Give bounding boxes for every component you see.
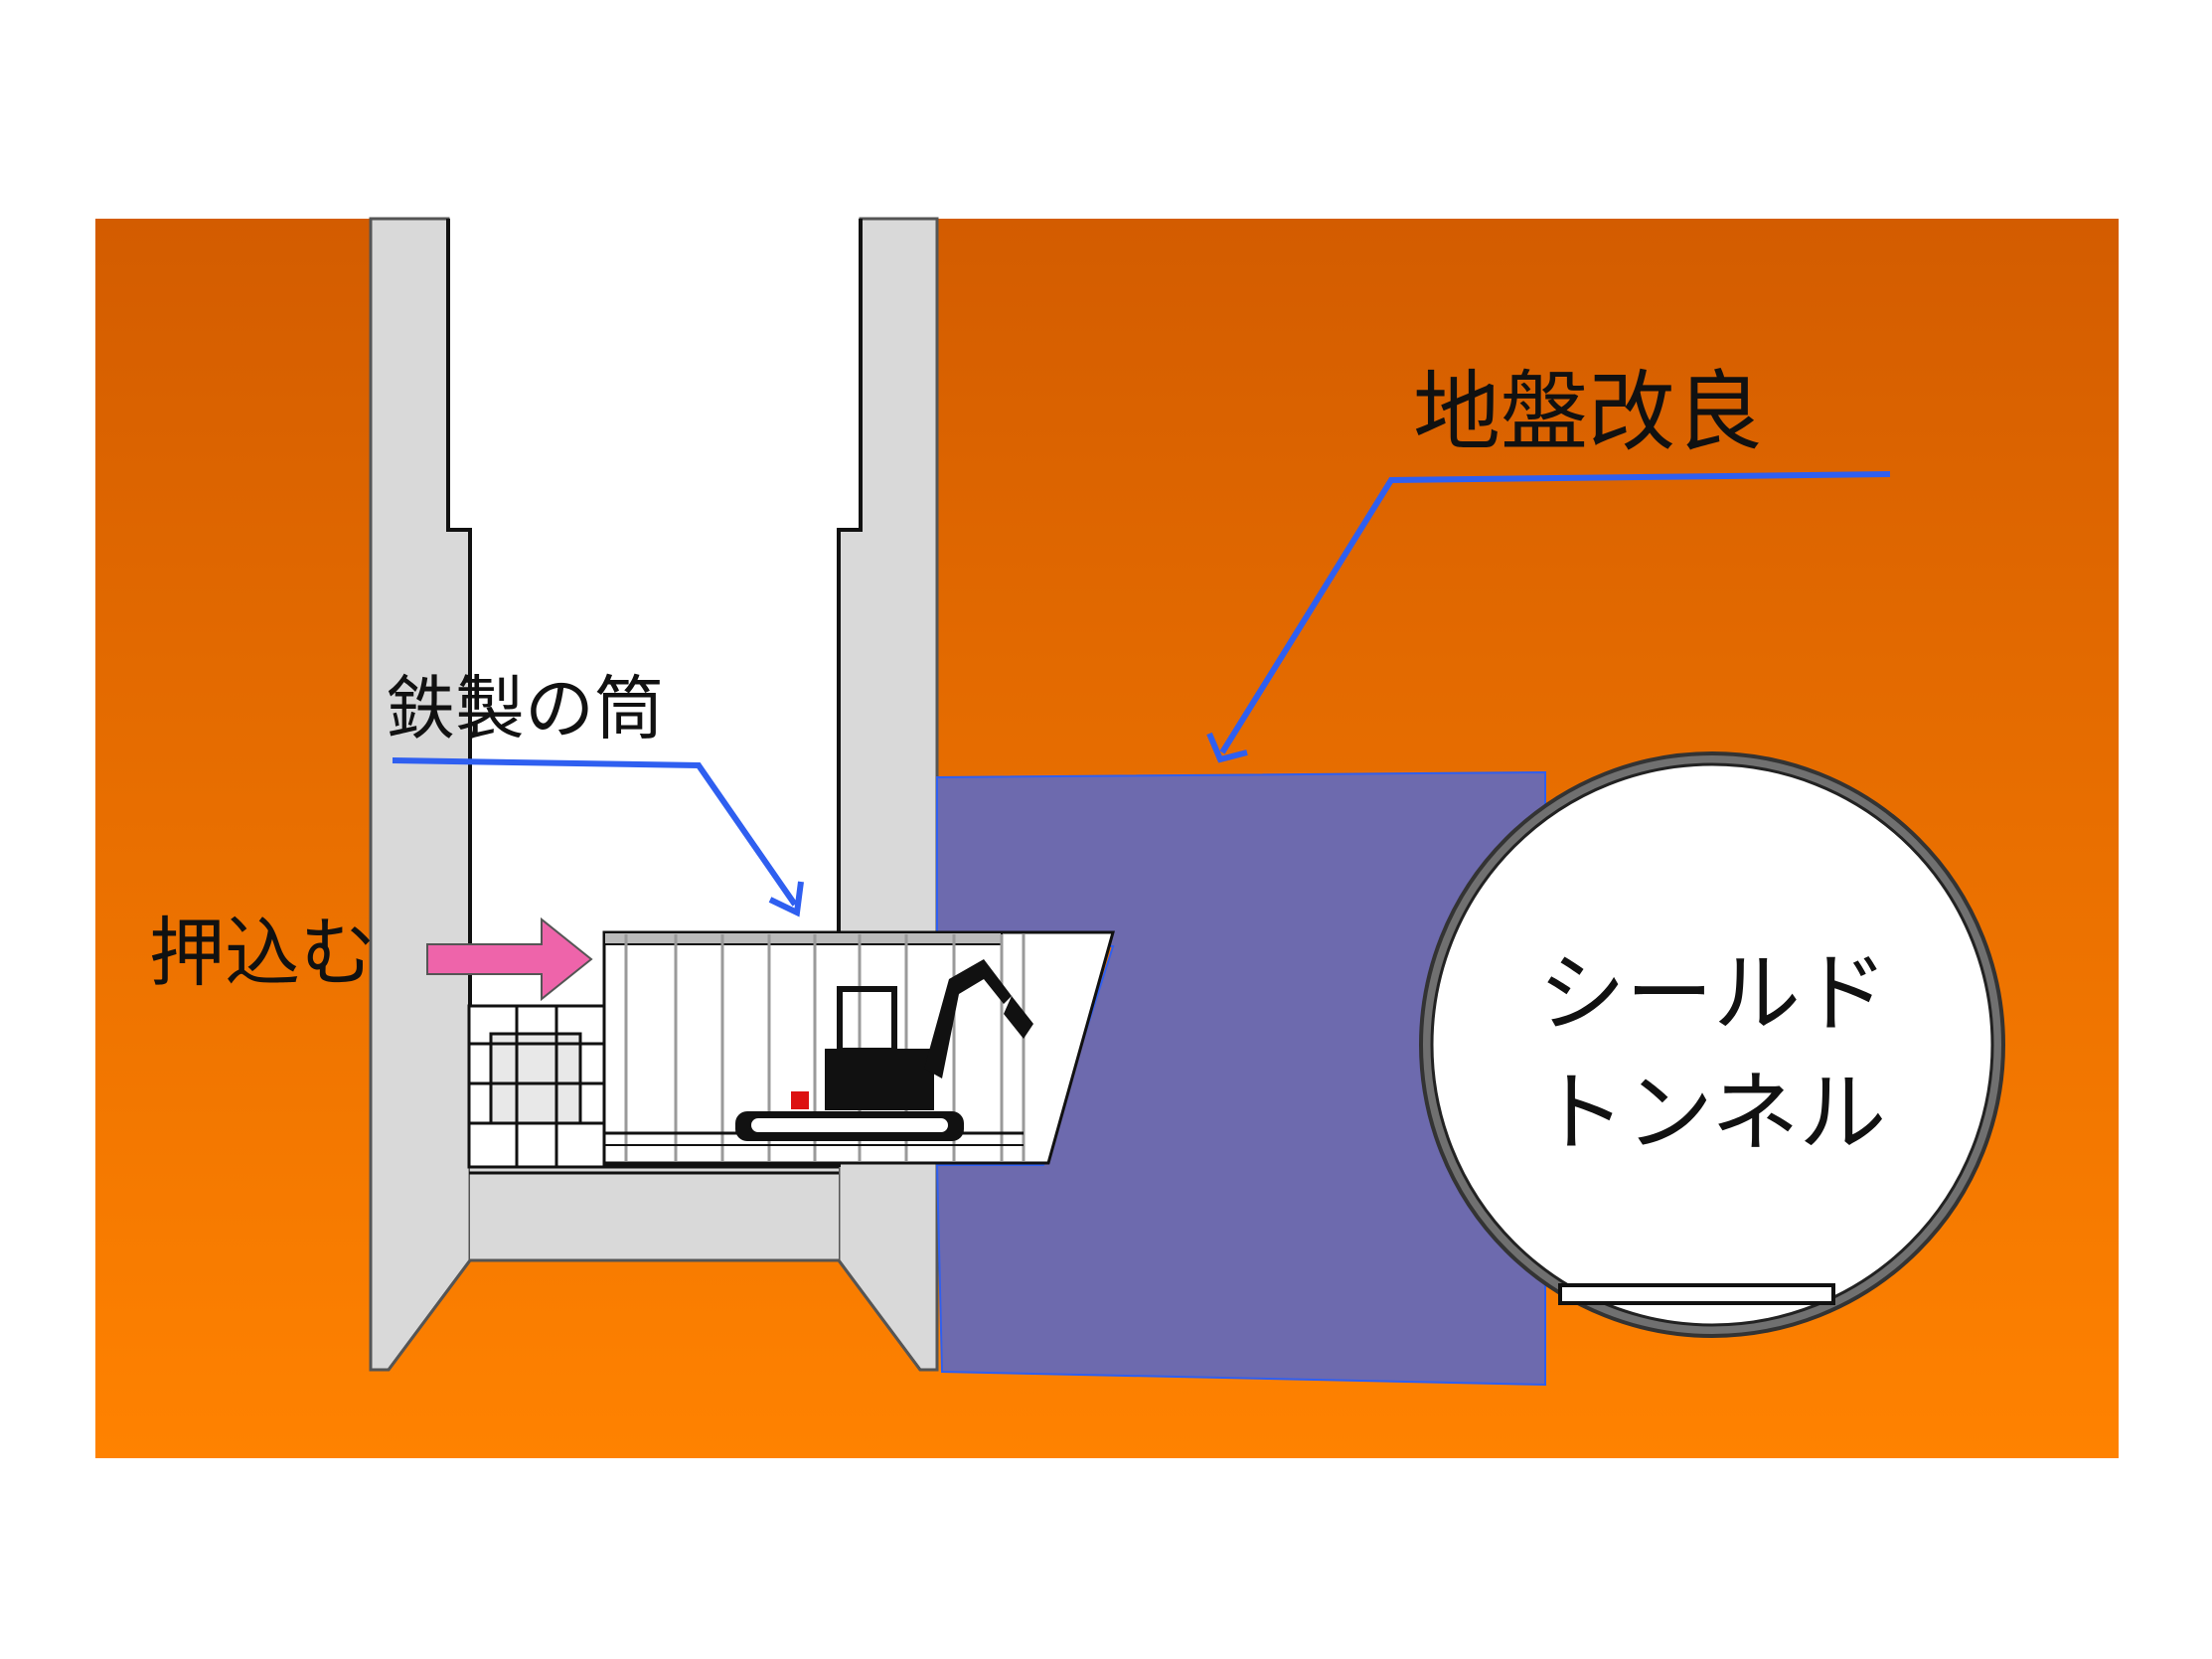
tunnel-floor-track (1558, 1283, 1835, 1305)
push-arrow (426, 916, 593, 1002)
leader-steel-tube (392, 757, 798, 907)
label-shield-line1: シールド (1538, 942, 1888, 1045)
jacking-frame (467, 1004, 839, 1175)
leader-ground-improvement-arrowhead (1206, 732, 1248, 763)
label-push-in: 押込む (149, 909, 376, 997)
label-ground-improvement: 地盤改良 (1413, 361, 1763, 463)
label-steel-tube: 鉄製の筒 (386, 668, 664, 749)
shield-tunnel-interior (1430, 762, 1994, 1327)
shaft-floor (470, 1165, 839, 1260)
label-shield-line2: トンネル (1538, 1062, 1886, 1164)
excavator (735, 959, 1033, 1141)
leader-ground-improvement (1219, 471, 1891, 754)
shaft-outline (446, 219, 863, 1167)
leader-steel-tube-arrowhead (768, 881, 804, 917)
shaft-base-outline (387, 1258, 922, 1371)
